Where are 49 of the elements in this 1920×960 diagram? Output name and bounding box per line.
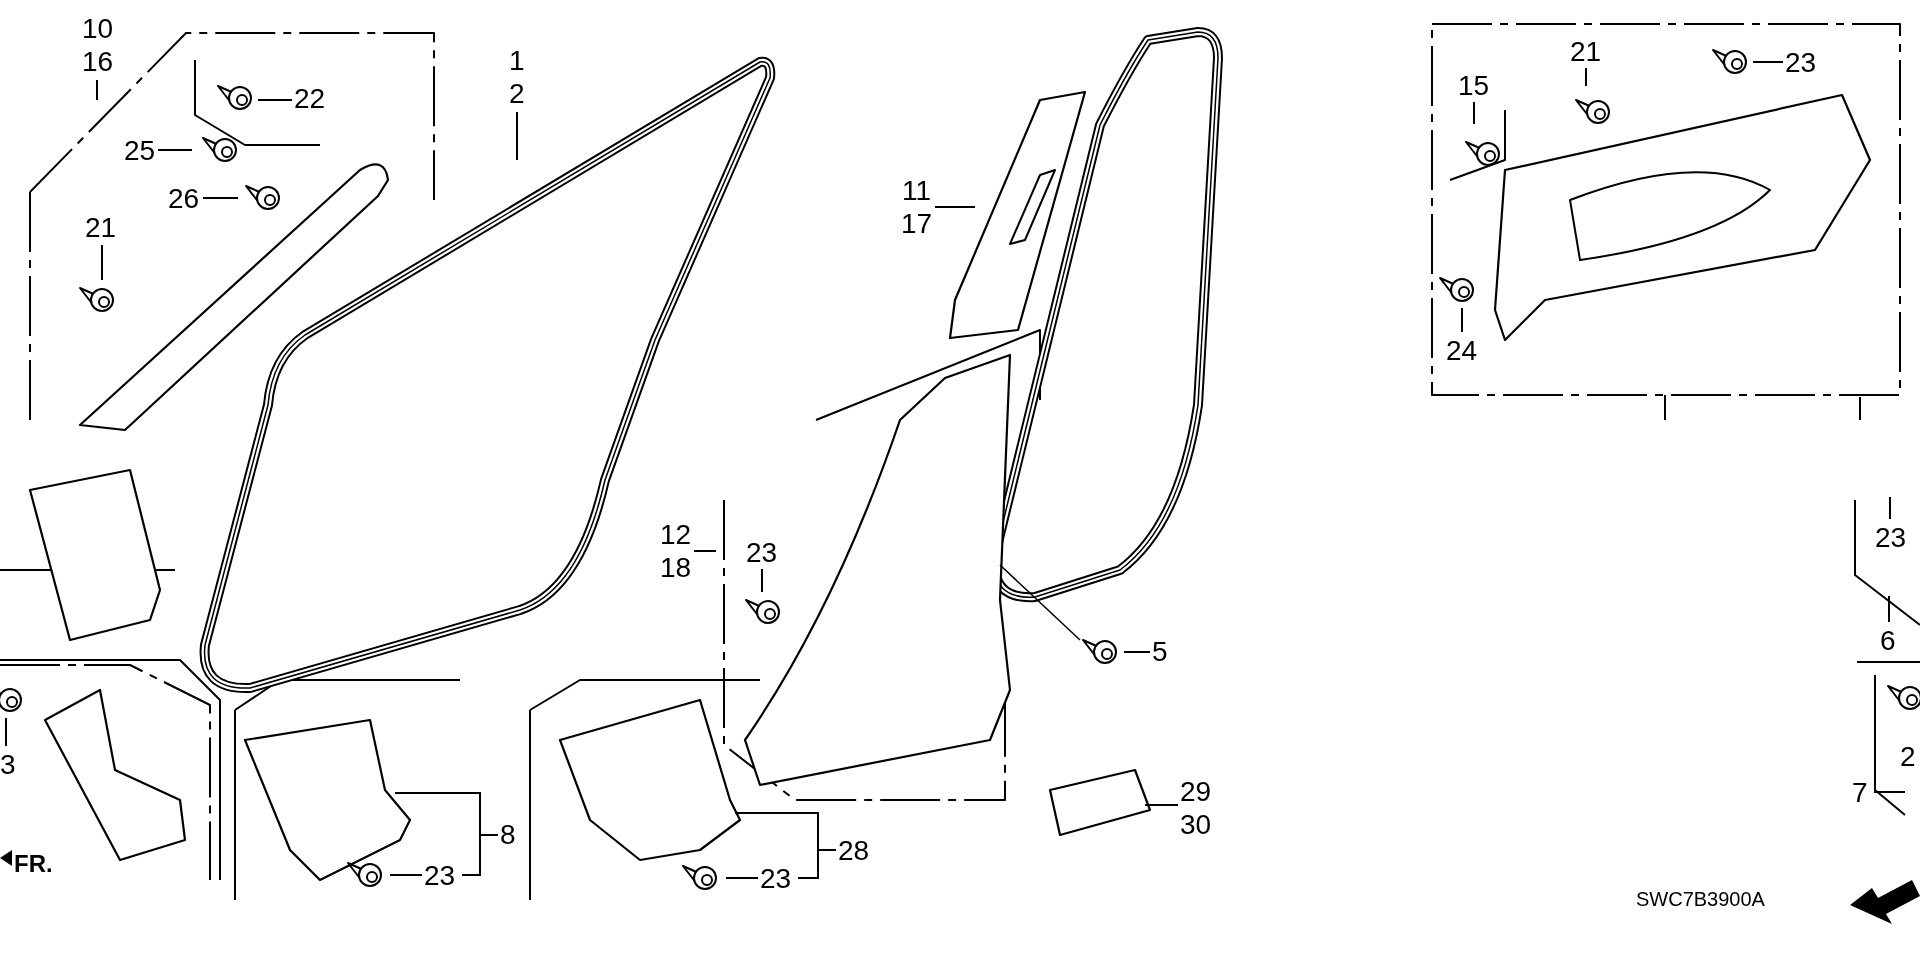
leader-line [1473, 101, 1475, 125]
callout-number: 23 [760, 862, 792, 895]
leader-line [1585, 67, 1587, 87]
direction-label: FR. [14, 850, 53, 878]
leader-line [1144, 804, 1179, 806]
leader-line [101, 244, 103, 281]
callout-number: 24 [1446, 334, 1478, 367]
callout-number: 10 16 [82, 12, 114, 78]
leader-line [5, 717, 7, 747]
leader-line [202, 197, 239, 199]
leader-line [1888, 595, 1890, 623]
callout-number: 7 [1852, 776, 1868, 809]
leader-line [157, 149, 193, 151]
callout-number: 1 2 [509, 44, 525, 110]
callout-number: 28 [838, 834, 870, 867]
callout-number: 25 [124, 134, 156, 167]
leader-line [761, 568, 763, 593]
callout-number: 2 [1900, 741, 1916, 773]
callout-number: 21 [85, 211, 117, 244]
leader-line [1461, 307, 1463, 333]
leader-line [389, 874, 423, 876]
leader-line [257, 99, 293, 101]
callout-number: 5 [1152, 635, 1168, 668]
callout-number: 23 [424, 859, 456, 892]
leader-line [693, 550, 717, 552]
leader-line [516, 111, 518, 161]
leader-line [1752, 61, 1784, 63]
callout-number: 23 [746, 536, 778, 569]
callout-number: 21 [1570, 35, 1602, 68]
leader-line [394, 792, 499, 876]
callout-number: 23 [1785, 46, 1817, 79]
callout-number: 11 17 [901, 174, 933, 240]
callout-number: 12 18 [660, 518, 692, 584]
callout-number: 3 [0, 748, 16, 781]
leader-line [734, 812, 837, 879]
leader-line [96, 79, 98, 101]
leader-line [1889, 496, 1891, 520]
diagram-code: SWC7B3900A [1636, 888, 1765, 911]
callout-number: 6 [1880, 624, 1896, 657]
callout-number: 23 [1875, 521, 1907, 554]
callout-number: 8 [500, 818, 516, 851]
callout-number: 26 [168, 182, 200, 215]
leader-line [934, 206, 976, 208]
leader-line [725, 877, 759, 879]
callout-number: 29 30 [1180, 775, 1212, 841]
callout-number: 22 [294, 82, 326, 115]
callout-number: 15 [1458, 69, 1490, 102]
leader-line [1873, 791, 1906, 793]
leader-line [1123, 651, 1151, 653]
